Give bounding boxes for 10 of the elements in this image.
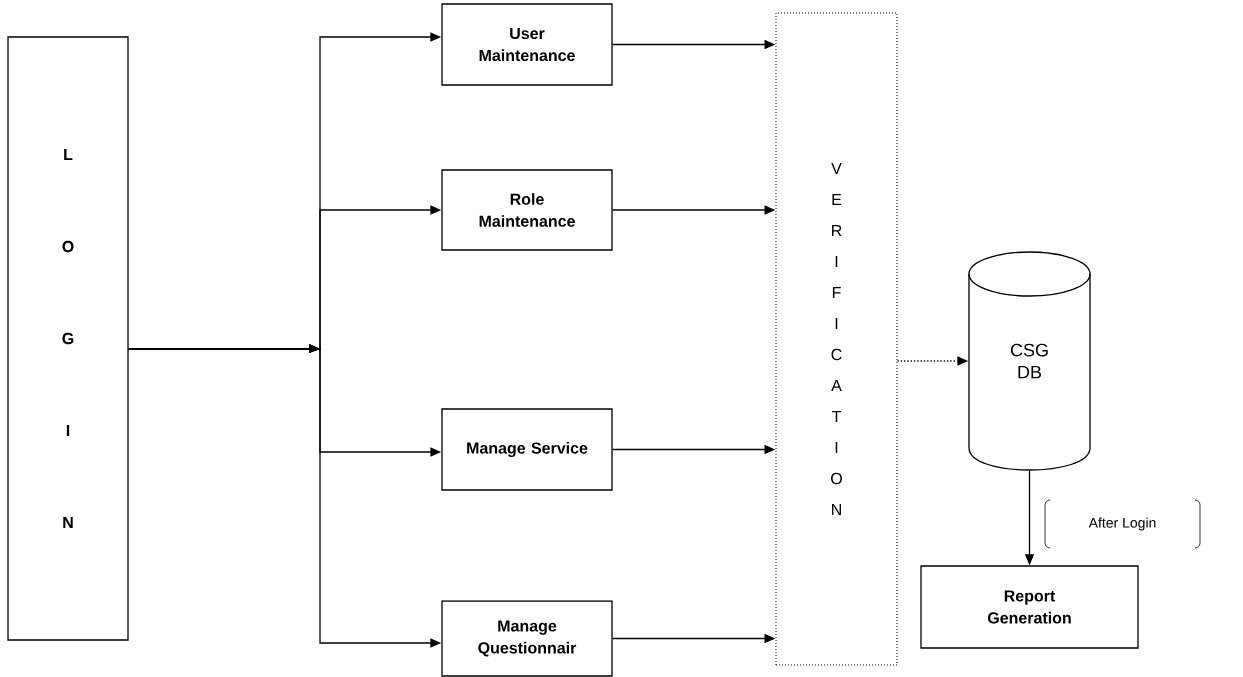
process-box: Manage Questionnair: [441, 600, 613, 677]
node-label: CSG DB: [1010, 343, 1048, 379]
process-box: Manage Service: [441, 408, 613, 491]
edge-label: After Login: [1044, 499, 1201, 549]
process-box: Role Maintenance: [441, 169, 613, 251]
login-box: L O G I N: [7, 36, 129, 641]
database-cylinder: CSG DB: [968, 251, 1091, 471]
verification-box: V E R I F I C A T I O N: [775, 12, 898, 666]
process-box: Report Generation: [920, 565, 1139, 649]
process-box: User Maintenance: [441, 3, 613, 86]
